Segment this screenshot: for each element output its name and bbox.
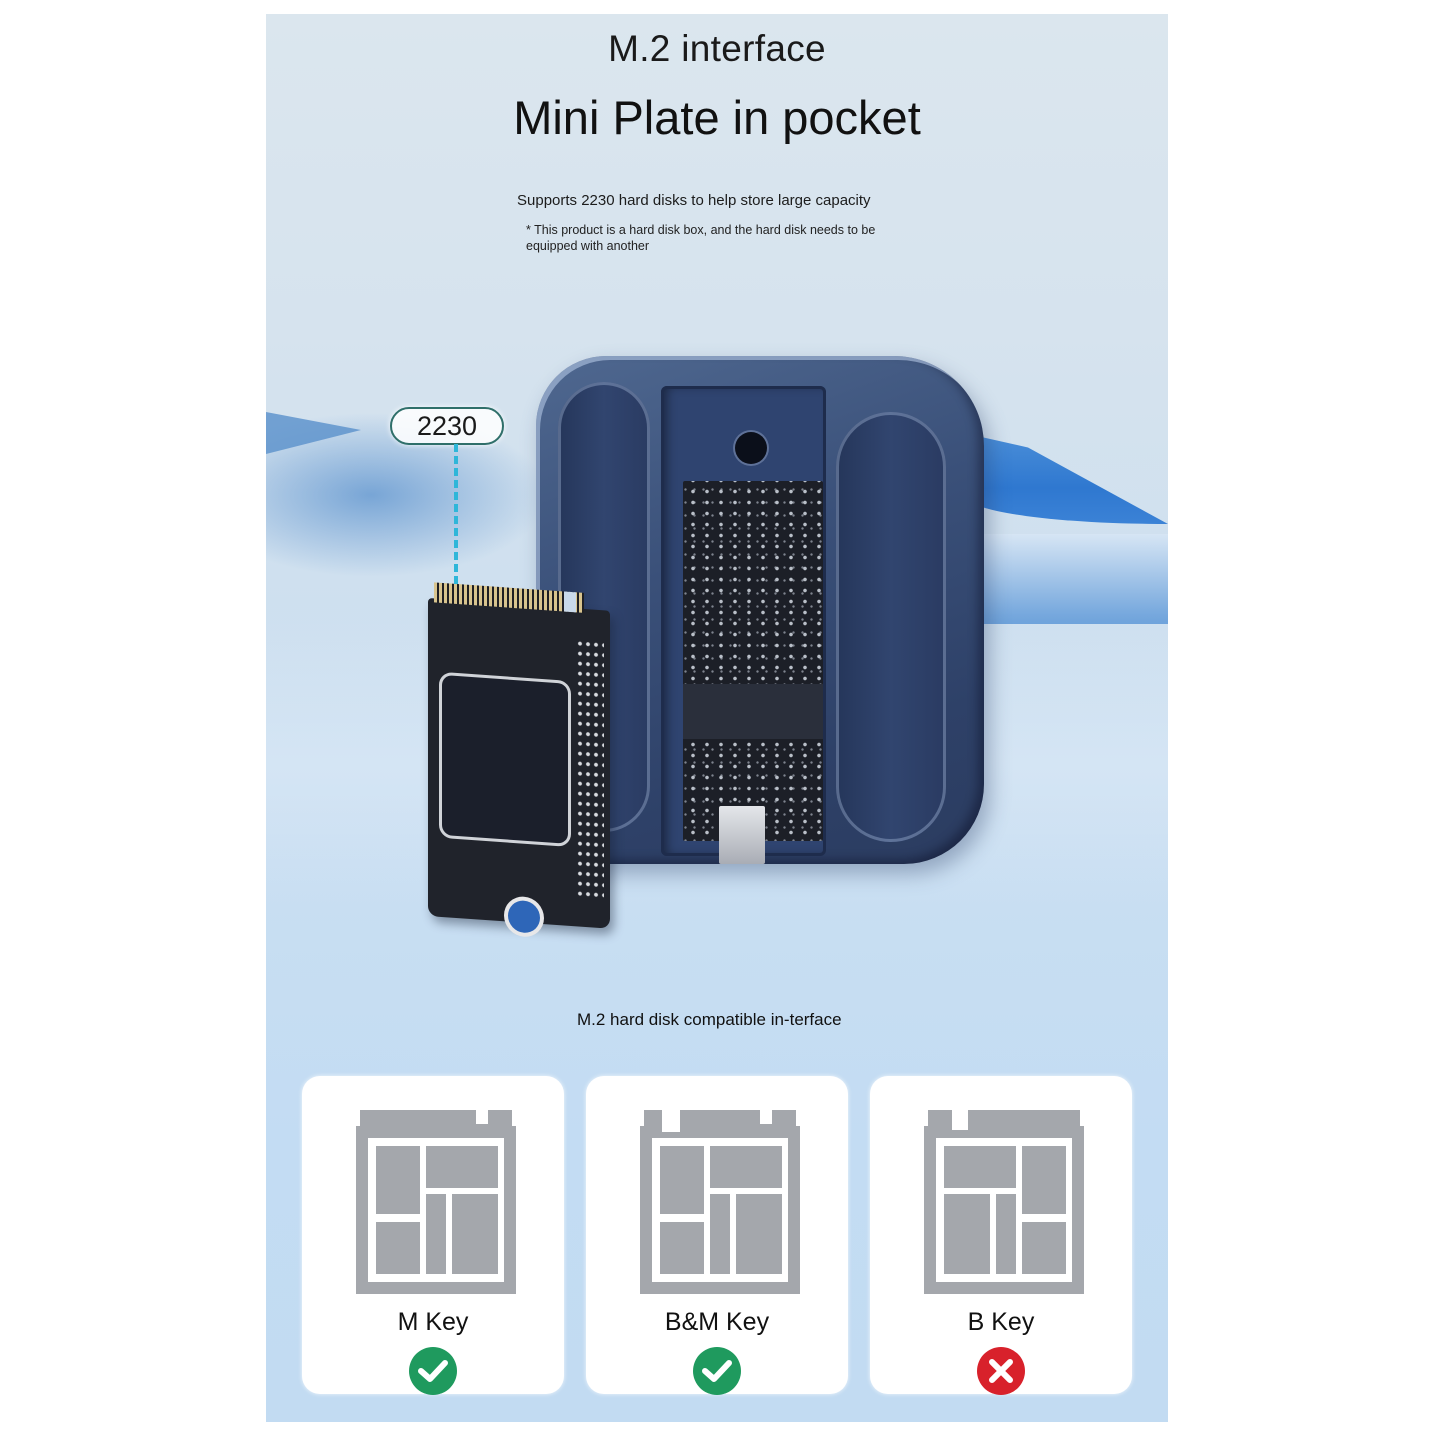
background-wave-right	[968, 434, 1168, 524]
key-label: B Key	[967, 1308, 1035, 1336]
key-label: M Key	[397, 1308, 469, 1336]
compat-card-m-key: M Key	[302, 1076, 564, 1395]
size-indicator-dashed-line	[454, 444, 458, 584]
check-icon	[693, 1347, 741, 1395]
check-icon	[409, 1347, 457, 1395]
tagline: Supports 2230 hard disks to help store l…	[517, 192, 871, 209]
enclosure-pcb	[683, 481, 823, 841]
page-title: Mini Plate in pocket	[513, 91, 921, 144]
m2-2230-ssd-image	[428, 582, 610, 934]
key-label: B&M Key	[664, 1308, 770, 1336]
m2-connector-strip	[683, 684, 823, 739]
enclosure-slot-right	[836, 412, 946, 842]
background-wave-right-lower	[968, 534, 1168, 624]
ssd-flash-chip	[442, 674, 568, 844]
enclosure-pcb-area	[661, 386, 826, 864]
background-wave-tip	[266, 412, 361, 454]
bm-key-diagram-icon	[640, 1110, 800, 1294]
header-subtitle: M.2 interface	[608, 28, 826, 69]
cross-icon	[977, 1347, 1025, 1395]
size-badge: 2230	[390, 407, 504, 445]
ssd-key-notch	[564, 591, 576, 613]
compatibility-heading: M.2 hard disk compatible in-terface	[577, 1010, 842, 1029]
compat-card-bm-key: B&M Key	[586, 1076, 848, 1395]
ssd-mount-hole	[508, 899, 540, 934]
b-key-diagram-icon	[924, 1110, 1084, 1294]
screw-hole	[735, 432, 767, 464]
m-key-diagram-icon	[356, 1110, 516, 1294]
ssd-components	[576, 638, 604, 901]
product-panel: M.2 interface Mini Plate in pocket Suppo…	[266, 14, 1168, 1422]
usb-c-port	[719, 806, 765, 864]
compat-card-b-key: B Key	[870, 1076, 1132, 1395]
product-note: * This product is a hard disk box, and t…	[526, 223, 876, 253]
